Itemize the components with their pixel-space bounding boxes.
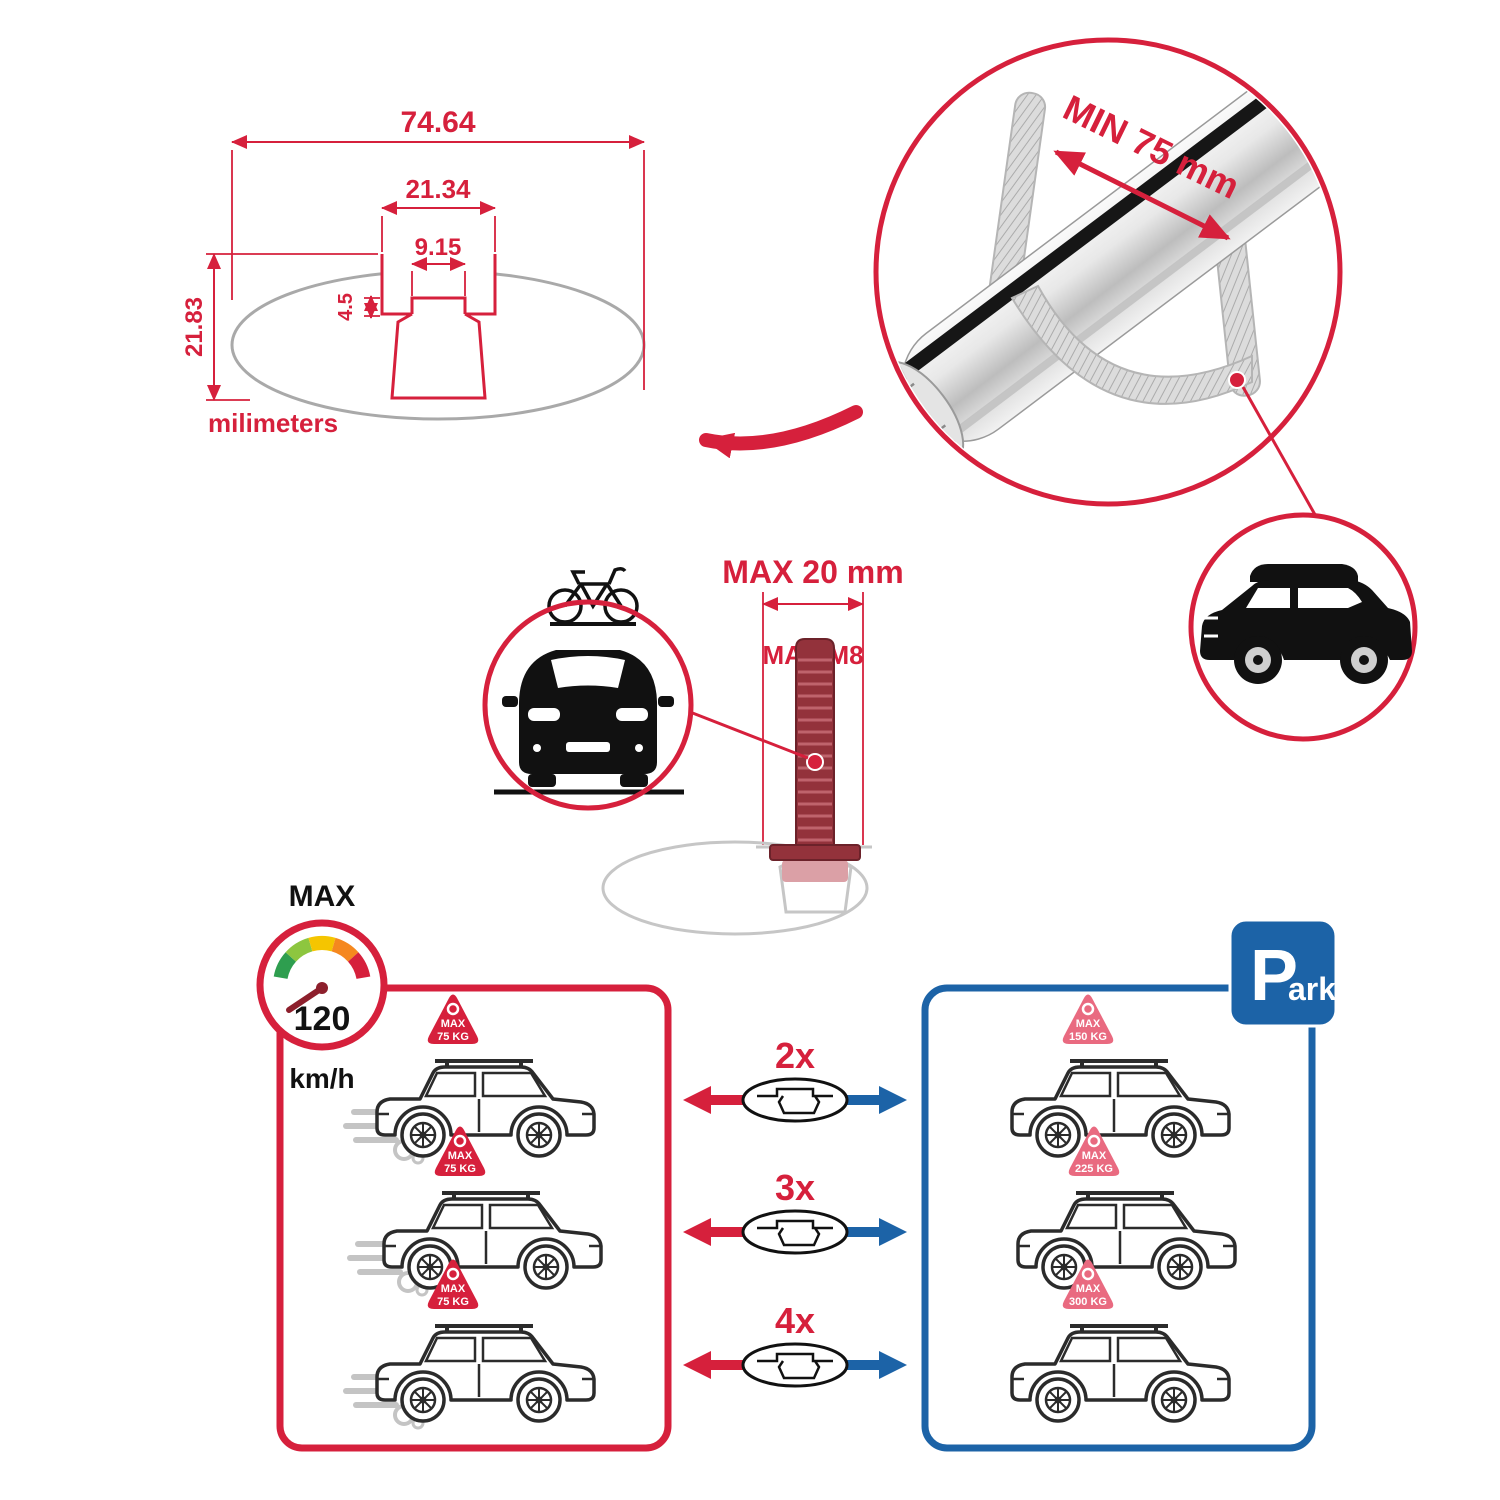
crossbar-section-icon bbox=[741, 1209, 849, 1255]
sign-load: 75 KG bbox=[444, 1163, 476, 1175]
t-bolt-head-ghost bbox=[782, 860, 848, 882]
crossbar-section-icon bbox=[741, 1342, 849, 1388]
crossbar-dimension-drawing: 74.64 21.34 9.15 4.5 21.83 milimeters bbox=[181, 106, 646, 438]
min-span-arrow bbox=[1053, 149, 1231, 241]
gauge-max-label: MAX bbox=[289, 880, 356, 913]
extension-lines-inner-slot bbox=[411, 271, 466, 296]
roof-load-sign: MAX 75 KG bbox=[434, 1126, 486, 1176]
sign-max: MAX bbox=[1076, 1018, 1101, 1030]
bolt-leader-line bbox=[689, 710, 809, 760]
mirror-left bbox=[502, 696, 518, 707]
bolt-extension-lines bbox=[762, 592, 864, 845]
suv-silhouette-icon bbox=[1200, 564, 1412, 684]
right-arrowhead bbox=[879, 1218, 907, 1246]
extension-lines-total-width bbox=[231, 150, 645, 390]
multiplier-row-3x: 3x bbox=[683, 1167, 907, 1255]
band-anchor-dot bbox=[1228, 371, 1246, 389]
gauge-value: 120 bbox=[294, 1000, 351, 1038]
roof-load-sign: MAX 300 KG bbox=[1062, 1259, 1114, 1309]
suv-roofbox-circle bbox=[1188, 512, 1418, 742]
left-arrowhead bbox=[683, 1351, 711, 1379]
parking-sign-p: P bbox=[1250, 936, 1298, 1016]
sign-load: 75 KG bbox=[437, 1031, 469, 1043]
gauge-arc-segments bbox=[273, 936, 371, 980]
car-front-icon bbox=[494, 650, 684, 795]
t-bolt bbox=[689, 638, 861, 882]
right-arrowhead bbox=[879, 1351, 907, 1379]
bolt-detail: MAX 20 mm MAX M8 bbox=[601, 554, 904, 936]
sign-max: MAX bbox=[1082, 1150, 1107, 1162]
multiplier-label: 4x bbox=[775, 1300, 815, 1341]
t-slot-opening-profile bbox=[380, 254, 497, 316]
dim-total-width: 74.64 bbox=[400, 106, 475, 139]
mirror-right bbox=[658, 696, 674, 707]
sign-load: 75 KG bbox=[437, 1296, 469, 1308]
driving-car-3: MAX 75 KG bbox=[346, 1259, 594, 1429]
speed-gauge: MAX 120 km/h bbox=[256, 880, 388, 1094]
sign-load: 300 KG bbox=[1069, 1296, 1107, 1308]
right-arrowhead bbox=[879, 1086, 907, 1114]
measuring-band-bottom bbox=[1010, 284, 1253, 405]
headlight-right bbox=[616, 708, 648, 721]
parking-car-2: MAX 225 KG bbox=[1018, 1126, 1235, 1289]
arrow-to-cross-section bbox=[699, 405, 863, 459]
sign-load: 150 KG bbox=[1069, 1031, 1107, 1043]
parking-car-1: MAX 150 KG bbox=[1012, 994, 1229, 1157]
parking-car-3: MAX 300 KG bbox=[1012, 1259, 1229, 1422]
crossbar-detail-circle: MIN 75 mm bbox=[699, 37, 1343, 521]
roof-load-sign: MAX 150 KG bbox=[1062, 994, 1114, 1044]
driving-car-2: MAX 75 KG bbox=[350, 1126, 601, 1296]
driving-car-1: MAX 75 KG bbox=[346, 994, 594, 1164]
bicycle-icon bbox=[547, 566, 639, 626]
windshield bbox=[551, 656, 625, 688]
roof-load-sign: MAX 225 KG bbox=[1068, 1126, 1120, 1176]
dim-inner-slot-width: 9.15 bbox=[415, 234, 462, 261]
multiplier-row-2x: 2x bbox=[683, 1035, 907, 1123]
parking-sign-ark: ark bbox=[1288, 971, 1336, 1007]
car-front-bike-circle bbox=[482, 566, 694, 811]
roof-load-sign: MAX 75 KG bbox=[427, 1259, 479, 1309]
left-arrowhead bbox=[683, 1086, 711, 1114]
t-bolt-shaft bbox=[795, 638, 835, 846]
unit-label: milimeters bbox=[208, 408, 338, 438]
sign-load: 225 KG bbox=[1075, 1163, 1113, 1175]
gauge-unit: km/h bbox=[289, 1063, 354, 1094]
multiplier-label: 3x bbox=[775, 1167, 815, 1208]
multiplier-label: 2x bbox=[775, 1035, 815, 1076]
crossbar-section-icon bbox=[741, 1077, 849, 1123]
sign-max: MAX bbox=[441, 1018, 466, 1030]
roof-load-sign: MAX 75 KG bbox=[427, 994, 479, 1044]
bolt-anchor-dot bbox=[806, 753, 824, 771]
t-slot-cavity-profile bbox=[390, 312, 487, 400]
sign-max: MAX bbox=[441, 1283, 466, 1295]
sign-max: MAX bbox=[1076, 1283, 1101, 1295]
dim-outer-slot-width: 21.34 bbox=[405, 174, 471, 204]
extension-lines-outer-slot bbox=[381, 216, 496, 252]
t-bolt-flange bbox=[769, 844, 861, 861]
multiplier-row-4x: 4x bbox=[683, 1300, 907, 1388]
connector-to-car-circle bbox=[1241, 386, 1320, 521]
left-arrowhead bbox=[683, 1218, 711, 1246]
gauge-needle bbox=[286, 985, 325, 1013]
dim-total-height: 21.83 bbox=[181, 297, 208, 357]
roof-box bbox=[1250, 564, 1358, 582]
headlight-left bbox=[528, 708, 560, 721]
sign-max: MAX bbox=[448, 1150, 473, 1162]
dim-lip-height: 4.5 bbox=[335, 293, 357, 321]
license-plate bbox=[566, 742, 610, 752]
bolt-max-width-label: MAX 20 mm bbox=[722, 554, 903, 590]
car-circle-outline bbox=[482, 599, 694, 811]
parking-sign: P ark bbox=[1228, 918, 1338, 1028]
